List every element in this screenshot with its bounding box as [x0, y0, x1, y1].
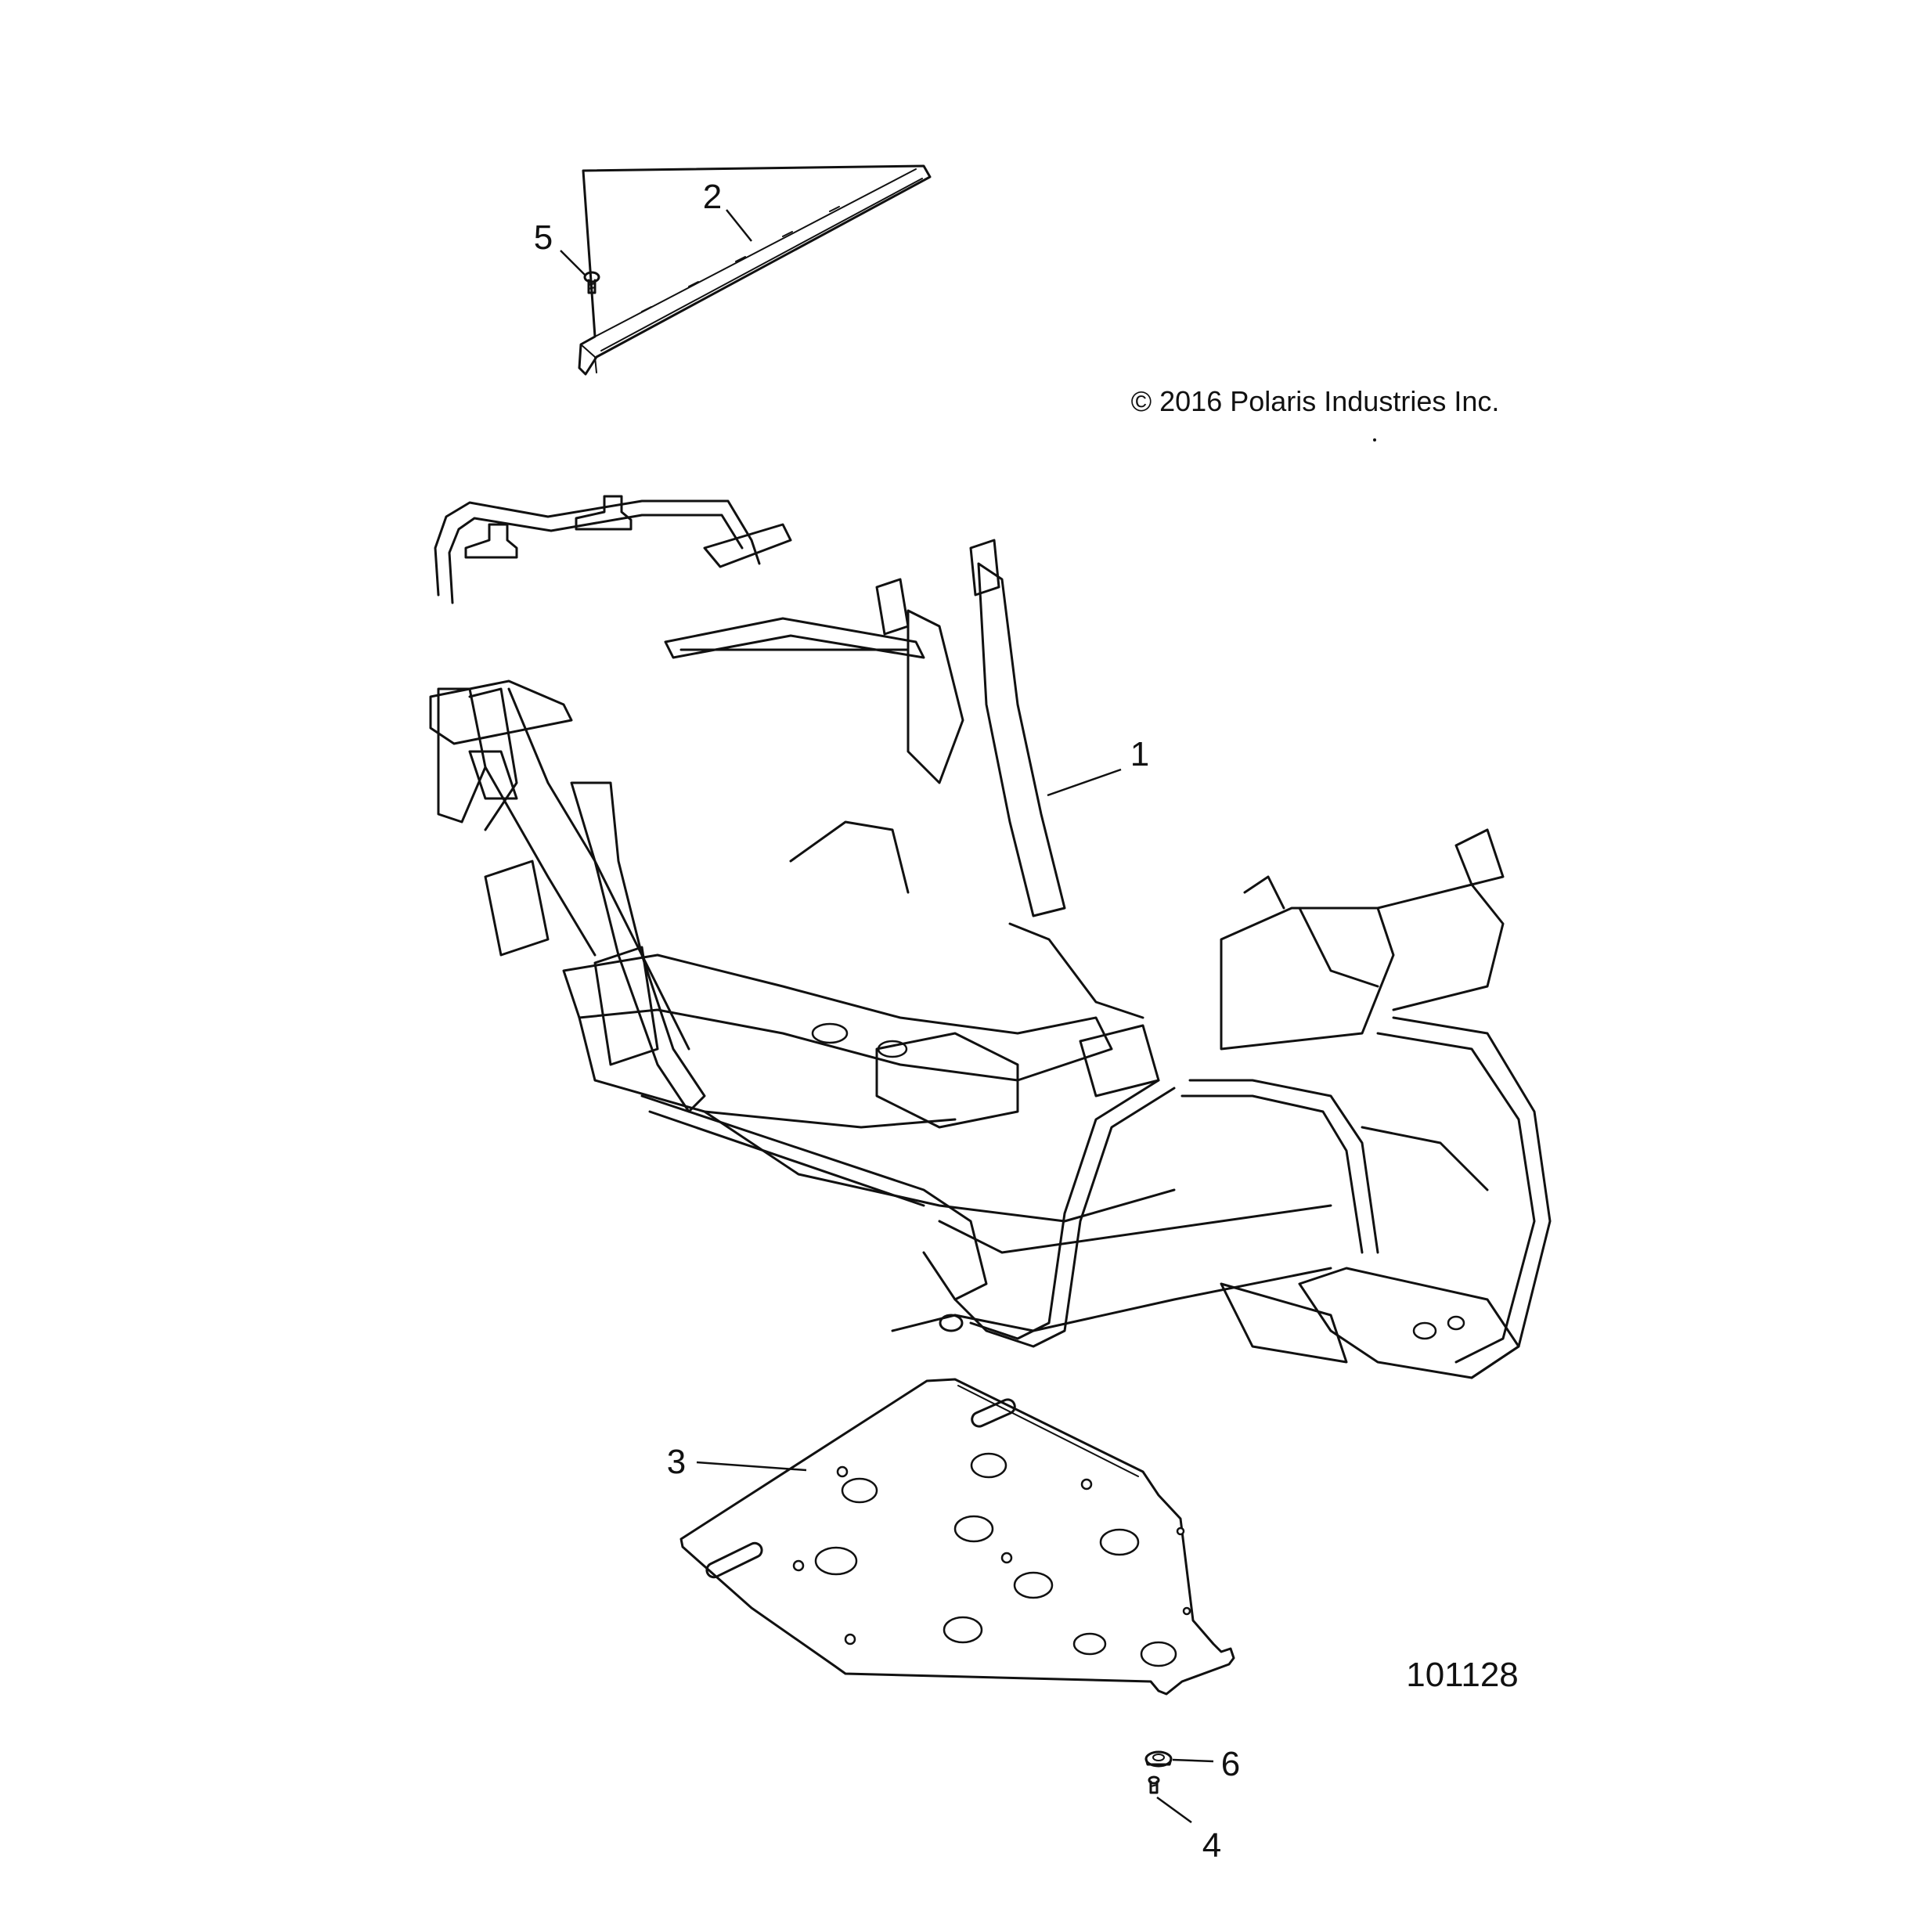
callout-3: 3	[667, 1443, 686, 1481]
leader-5	[560, 250, 586, 276]
leader-6	[1172, 1758, 1214, 1763]
leader-1	[1047, 768, 1122, 797]
callout-4: 4	[1202, 1826, 1221, 1865]
skid-plate-part	[679, 1378, 1235, 1696]
callout-2: 2	[703, 178, 722, 216]
nut-part	[1144, 1750, 1173, 1768]
figure-number: 101128	[1406, 1656, 1519, 1694]
rail-part	[578, 164, 932, 376]
leader-3	[696, 1461, 807, 1472]
callout-leaders	[560, 209, 1214, 1824]
callout-1: 1	[1130, 735, 1149, 773]
leader-4	[1156, 1796, 1192, 1824]
frame-part	[429, 495, 1552, 1379]
screw-part-5	[583, 271, 600, 294]
callout-6: 6	[1221, 1745, 1240, 1783]
callout-labels: 1 2 3 4 5 6	[534, 178, 1240, 1865]
copyright-text: © 2016 Polaris Industries Inc.	[1131, 385, 1500, 417]
stray-dot	[1373, 438, 1376, 442]
screw-part-4	[1148, 1775, 1160, 1794]
callout-5: 5	[534, 218, 553, 257]
leader-2	[726, 209, 752, 242]
